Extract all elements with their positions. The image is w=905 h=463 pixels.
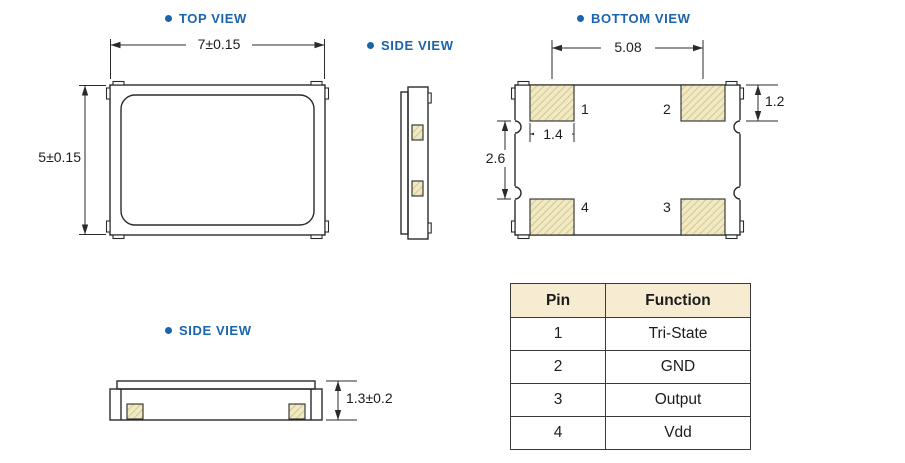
dim-top-height: 5±0.15 [24, 149, 82, 166]
top-height-dimension-lines [79, 85, 106, 235]
pad-pin3 [680, 198, 726, 236]
side-pad [411, 180, 424, 197]
package-outline [109, 84, 326, 236]
side-view-lower-drawing [109, 380, 357, 421]
pad-height-dimension-lines [746, 84, 778, 122]
bullet-icon [577, 15, 584, 22]
side-pad [126, 403, 144, 420]
table-header-row: Pin Function [510, 283, 751, 318]
bottom-body-outline [514, 84, 741, 236]
function-cell: GND [605, 350, 751, 384]
side-base-outline [109, 388, 323, 421]
pin-column-header: Pin [510, 283, 606, 318]
table-row: 3 Output [510, 383, 751, 417]
bottom-view-label-text: BOTTOM VIEW [591, 11, 691, 26]
side-view-upper-label-text: SIDE VIEW [381, 38, 454, 53]
side-pad [288, 403, 306, 420]
bottom-view-drawing [497, 40, 778, 240]
table-row: 4 Vdd [510, 416, 751, 450]
edge-notches [513, 120, 742, 200]
pin-number-4: 4 [581, 199, 589, 215]
bottom-view-label: BOTTOM VIEW [577, 11, 691, 26]
top-view-label: TOP VIEW [165, 11, 247, 26]
function-cell: Tri-State [605, 317, 751, 351]
pin-cell: 4 [510, 416, 606, 450]
pin-number-2: 2 [663, 101, 671, 117]
side-view-lower-label-text: SIDE VIEW [179, 323, 252, 338]
dim-bottom-pad-span: 5.08 [601, 39, 655, 56]
function-cell: Vdd [605, 416, 751, 450]
thickness-dimension-lines [326, 380, 357, 421]
side-view-upper-label: SIDE VIEW [367, 38, 454, 53]
bullet-icon [165, 15, 172, 22]
package-lid-outline [120, 94, 315, 226]
dim-bottom-pad-width: 1.4 [534, 126, 572, 143]
side-pad [411, 124, 424, 141]
table-row: 2 GND [510, 350, 751, 384]
pin-cell: 1 [510, 317, 606, 351]
function-column-header: Function [605, 283, 751, 318]
side-view-upper-drawing [400, 86, 432, 240]
pad-pin4 [529, 198, 575, 236]
table-row: 1 Tri-State [510, 317, 751, 351]
dim-bottom-pad-height: 1.2 [764, 93, 786, 110]
top-view-drawing [79, 39, 330, 240]
bullet-icon [165, 327, 172, 334]
side-lid-outline [400, 91, 409, 235]
corner-castellations [105, 80, 330, 240]
pad-pin1 [529, 84, 575, 122]
pin-function-table: Pin Function 1 Tri-State 2 GND 3 Output … [510, 283, 751, 450]
bullet-icon [367, 42, 374, 49]
top-view-label-text: TOP VIEW [179, 11, 247, 26]
pin-number-1: 1 [581, 101, 589, 117]
pad-pin2 [680, 84, 726, 122]
side-view-lower-label: SIDE VIEW [165, 323, 252, 338]
dim-bottom-pad-gap: 2.6 [481, 150, 510, 167]
pin-cell: 2 [510, 350, 606, 384]
dim-top-width: 7±0.15 [186, 36, 252, 53]
side-lid-outline [116, 380, 316, 390]
pin-cell: 3 [510, 383, 606, 417]
corner-castellations [510, 80, 745, 240]
pin-number-3: 3 [663, 199, 671, 215]
side-body-outline [407, 86, 429, 240]
function-cell: Output [605, 383, 751, 417]
dim-side-thickness: 1.3±0.2 [345, 390, 394, 407]
